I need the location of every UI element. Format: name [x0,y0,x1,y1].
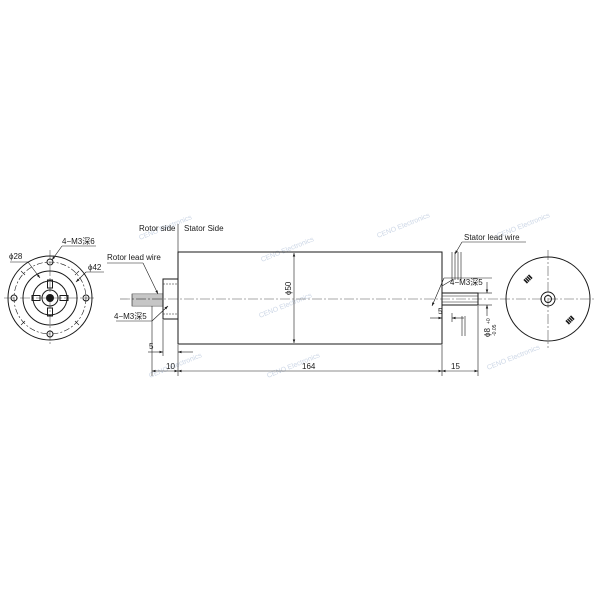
left-view-hole-left [10,294,18,302]
left-view-hub-circle [32,280,68,316]
watermark-3: CENO Electronics [376,212,431,240]
dia-8-upper-tol: +0 [486,318,492,324]
hole-note-left-bottom: 4−M3深5 [114,312,147,321]
rotor-side-label: Rotor side [139,224,176,233]
left-view-hole-bottom [46,330,54,338]
stator-lead-wires [441,252,462,287]
stator-lead-leader [454,241,463,255]
watermark-4: CENO Electronics [258,292,313,320]
right-5-label: 5 [438,307,443,316]
stator-side-label: Stator Side [184,224,224,233]
dia-8-label: ϕ8 [483,328,492,337]
left-view-tick-4 [74,320,80,326]
stator-wire-bend [441,279,453,287]
right-end-view [500,250,596,348]
dia-50-label: ϕ50 [284,281,293,295]
right-view-shaft-circle [540,291,556,307]
right-view-outer-circle [505,256,591,342]
stator-lead-wire-label: Stator lead wire [464,233,520,242]
watermark-8: CENO Electronics [486,344,541,372]
left-end-view: ϕ28 4−M3深6 ϕ42 [4,237,104,346]
hole-note-left-bottom-leader [151,305,169,322]
stator-shaft [441,292,479,306]
left-view-bore-circle [41,289,59,307]
left-view-slot-right [59,295,69,301]
rotor-lead-wire-label: Rotor lead wire [107,253,161,262]
dia-42-label: ϕ42 [88,263,102,272]
left-view-slot-left [31,295,41,301]
left-view-bolt-circle [13,261,87,335]
dia-42-leader [75,271,87,283]
right-view-wire-exit-bottom [565,315,575,325]
dim-10-label: 10 [166,362,175,371]
left-view-tick-1 [20,270,26,276]
left-view-slot-top [47,279,53,289]
rotor-lead-leader [142,262,159,295]
dim-15-label: 15 [451,362,460,371]
watermark-2: CENO Electronics [260,236,315,264]
left-view-tick-2 [74,270,80,276]
right-view-wire-exit-top [523,274,533,284]
hole-note-top-leader [51,245,63,261]
left-view-wire-bundle [46,294,54,302]
dia-28-label: ϕ28 [9,252,23,261]
left-view-flange-circle [22,270,78,326]
left-view-outer-circle [7,255,93,341]
rotor-lead-wires [131,293,164,307]
dim-164-label: 164 [302,362,316,371]
left-view-tick-3 [20,320,26,326]
hole-note-right: 4−M3深5 [450,278,483,287]
right-view-bore-circle [544,295,552,303]
dia-8-lower-tol: -0.05 [492,324,498,336]
watermark-6: CENO Electronics [148,352,203,380]
dia-28-leader [27,261,41,279]
hole-note-right-leader [431,277,445,307]
left-view-hole-top [46,258,54,266]
left-5-label: 5 [149,342,154,351]
hole-note-left-top: 4−M3深6 [62,237,95,246]
left-view-hole-right [82,294,90,302]
left-view-slot-bottom [47,307,53,317]
side-view: Rotor side Stator Side Rotor lead wire 4… [107,224,526,376]
